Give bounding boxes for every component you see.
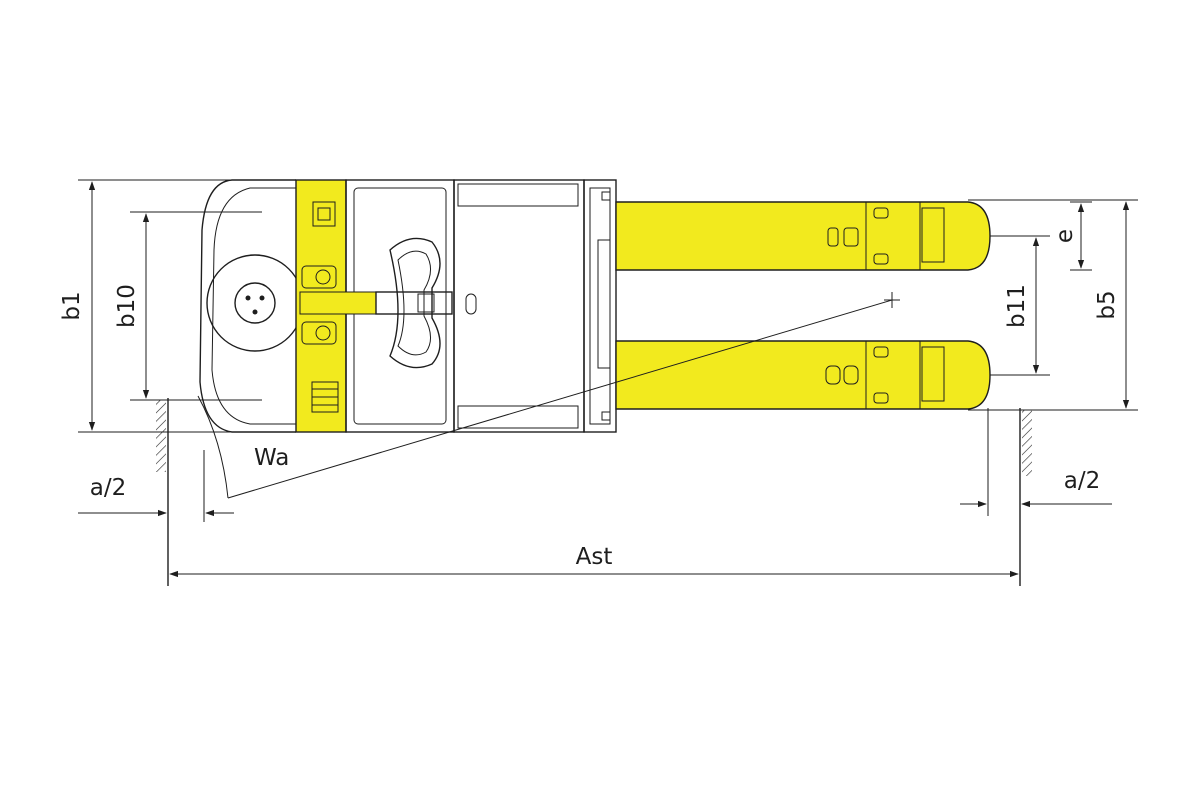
panel-button [301,265,337,289]
tiller-handle-inner [397,250,431,356]
fork-bolt [601,411,611,421]
fork-bolt [601,191,611,201]
dimension-wa [197,292,900,499]
roller-marking [827,227,839,247]
dimension-b11 [990,235,1050,376]
dimension-b5 [968,199,1138,411]
hub-dot [245,295,251,301]
tiller-handle [389,237,441,369]
fork-tip-slot [921,207,945,263]
roller-marking [825,365,841,385]
label-a-half-right: a/2 [1064,468,1100,494]
label-e: e [1052,229,1078,243]
fork-frame-inner [589,187,611,425]
panel-switch [312,201,336,227]
turning-arc [197,395,229,499]
tiller-arm [299,291,377,315]
label-b10: b10 [114,284,140,328]
dimension-b1 [78,179,232,433]
tiller-grip [417,293,435,313]
drive-wheel [206,254,304,352]
load-backrest-top [457,183,579,207]
fork-tip-plate [865,340,921,410]
roller-marking [843,365,859,385]
dimension-a-half-left [78,450,234,522]
wall-right [1019,408,1032,586]
fork-lower [615,340,991,410]
drive-wheel-hub [234,282,276,324]
drive-head-outline [199,179,296,433]
label-wa: Wa [254,445,289,471]
panel-knob [315,325,331,341]
fork-lower-outline [615,340,991,410]
load-roller [873,253,889,265]
roller-marking [843,227,859,247]
dimension-a-half-right [960,408,1112,516]
dimension-e [1070,201,1092,271]
panel-button [301,321,337,345]
load-backrest-bottom [457,405,579,429]
label-a-half-left: a/2 [90,475,126,501]
drive-head-inner-contour [211,187,296,425]
fork-heel-bar [597,239,611,369]
label-b5: b5 [1094,290,1120,319]
truck-body [199,179,617,433]
fork-tip-plate [865,201,921,271]
fork-tip-slot [921,346,945,402]
tiller-shaft [375,291,453,315]
label-b11: b11 [1004,284,1030,328]
fork-upper-outline [615,201,991,271]
load-roller [873,346,889,358]
hub-dot [259,295,265,301]
tiller-knob [465,293,477,315]
fork-carriage [453,179,585,433]
wall-left [156,398,169,586]
label-ast: Ast [576,544,613,570]
fork-upper [615,201,991,271]
fork-frame [583,179,617,433]
dimension-b10 [130,211,262,401]
label-b1: b1 [59,291,85,320]
load-roller [873,207,889,219]
hub-dot [252,309,258,315]
panel-switch-inner [317,207,331,221]
panel-knob [315,269,331,285]
load-roller [873,392,889,404]
